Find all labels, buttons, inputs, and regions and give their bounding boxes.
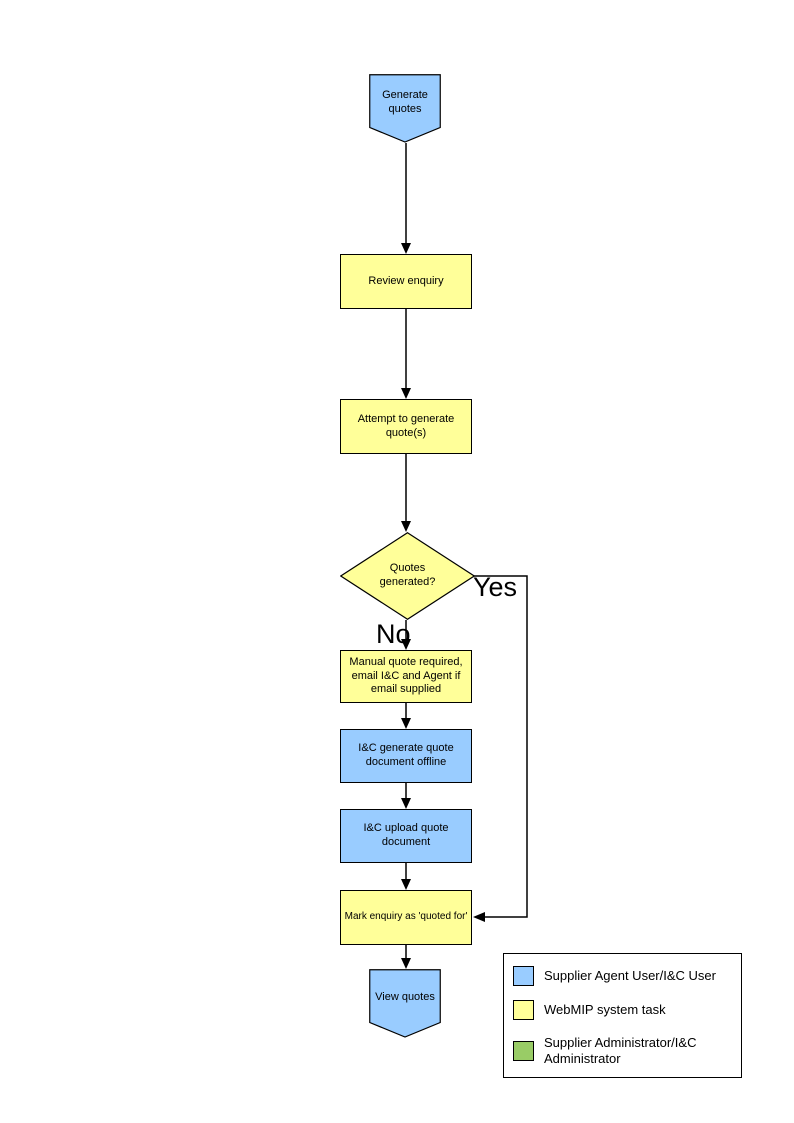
legend-item-administrator: Supplier Administrator/I&C Administrator (513, 1035, 732, 1068)
node-attempt-generate-label: Attempt to generate quote(s) (357, 412, 455, 439)
node-ic-upload: I&C upload quote document (340, 809, 472, 863)
arrowhead-down-icon (401, 879, 411, 890)
arrowhead-down-icon (401, 958, 411, 969)
connector-icupload-mark (401, 863, 411, 890)
connector-start-review (401, 143, 411, 254)
pentagon-down-shape (369, 74, 441, 143)
connector-attempt-decision (401, 454, 411, 532)
legend-item-webmip-task: WebMIP system task (513, 1000, 732, 1021)
node-ic-generate-offline: I&C generate quote document offline (340, 729, 472, 783)
node-manual-quote-label: Manual quote required, email I&C and Age… (349, 655, 463, 696)
node-ic-generate-offline-label: I&C generate quote document offline (358, 742, 454, 768)
legend-item-agent-user: Supplier Agent User/I&C User (513, 966, 732, 986)
node-mark-quoted-for-label: Mark enquiry as 'quoted for' (344, 911, 468, 923)
connector-review-attempt (401, 309, 411, 399)
branch-label-no: No (376, 619, 411, 649)
connector-icgenerate-icupload (401, 783, 411, 809)
legend: Supplier Agent User/I&C User WebMIP syst… (503, 953, 742, 1078)
diamond-shape (340, 532, 475, 620)
legend-swatch-green (513, 1040, 534, 1061)
node-attempt-generate: Attempt to generate quote(s) (340, 399, 472, 454)
legend-swatch-blue (513, 966, 534, 986)
node-start-label: Generate quotes (382, 88, 428, 115)
connector-mark-end (401, 945, 411, 969)
node-view-quotes-label: View quotes (375, 990, 435, 1003)
legend-label: Supplier Agent User/I&C User (544, 967, 716, 983)
arrowhead-down-icon (401, 388, 411, 399)
arrowhead-down-icon (401, 521, 411, 532)
node-start-terminator: Generate quotes (369, 74, 441, 143)
arrowhead-down-icon (401, 798, 411, 809)
legend-label: WebMIP system task (544, 1002, 666, 1018)
node-decision-quotes-generated: Quotes generated? (340, 532, 475, 620)
node-view-quotes-terminator: View quotes (369, 969, 441, 1038)
node-ic-upload-label: I&C upload quote document (363, 822, 449, 848)
arrowhead-down-icon (401, 718, 411, 729)
node-manual-quote: Manual quote required, email I&C and Age… (340, 650, 472, 703)
node-mark-quoted-for: Mark enquiry as 'quoted for' (340, 890, 472, 945)
connector-decision-mark-yes (472, 575, 528, 922)
node-decision-label: Quotes generated? (379, 562, 436, 588)
node-review-enquiry-label: Review enquiry (368, 274, 444, 287)
legend-label: Supplier Administrator/I&C Administrator (544, 1034, 697, 1066)
legend-swatch-yellow (513, 1000, 534, 1021)
arrowhead-down-icon (401, 243, 411, 254)
arrowhead-left-icon (473, 912, 485, 922)
pentagon-down-shape (369, 969, 441, 1038)
node-review-enquiry: Review enquiry (340, 254, 472, 309)
branch-label-yes: Yes (473, 572, 518, 602)
connector-manual-icgenerate (401, 703, 411, 729)
